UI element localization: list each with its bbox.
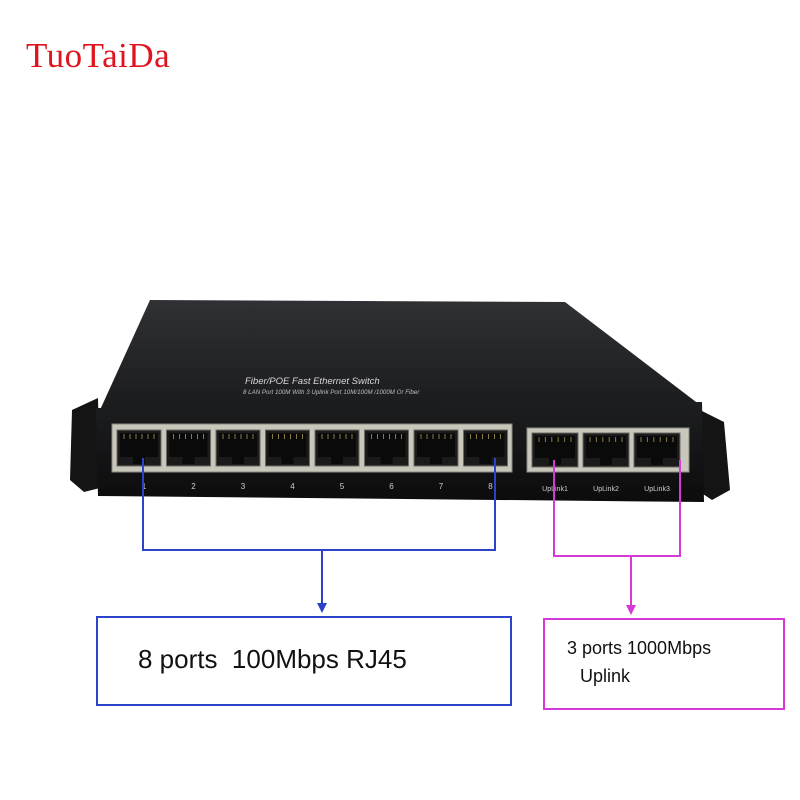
mounting-ear-left bbox=[70, 398, 100, 492]
lan-port-labels: 1 2 3 4 5 6 7 8 bbox=[142, 482, 494, 491]
lan-port-7 bbox=[413, 429, 459, 467]
uplink-arrow-head bbox=[626, 605, 636, 615]
uplink-port-labels: UpLink1 UpLink2 UpLink3 bbox=[542, 486, 670, 493]
lan-port-3 bbox=[215, 429, 261, 467]
uplink-port-label: UpLink3 bbox=[644, 486, 670, 493]
lan-port-2 bbox=[166, 429, 211, 467]
uplink-ports bbox=[531, 432, 681, 468]
lan-port-label: 4 bbox=[290, 482, 295, 491]
lan-ports-callout: 8 ports 100Mbps RJ45 bbox=[96, 616, 512, 706]
lan-port-5 bbox=[314, 429, 360, 467]
uplink-callout-line2: Uplink bbox=[575, 666, 631, 686]
lan-port-label: 6 bbox=[389, 482, 394, 491]
lan-ports bbox=[116, 429, 508, 467]
uplink-port-2 bbox=[582, 432, 630, 468]
lan-port-label: 1 bbox=[142, 482, 147, 491]
lan-port-4 bbox=[265, 429, 310, 467]
lan-port-label: 7 bbox=[439, 482, 444, 491]
lan-bracket-line bbox=[142, 458, 496, 551]
lan-port-1 bbox=[116, 429, 162, 467]
lan-port-6 bbox=[364, 429, 409, 467]
uplink-callout-line1: 3 ports 1000Mbps bbox=[567, 638, 712, 658]
uplink-port-label: UpLink1 bbox=[542, 486, 568, 493]
lan-port-label: 3 bbox=[241, 482, 246, 491]
uplink-port-3 bbox=[633, 432, 681, 468]
lan-port-label: 5 bbox=[340, 482, 345, 491]
uplink-port-label: UpLink2 bbox=[593, 486, 619, 493]
uplink-bracket-line bbox=[553, 460, 681, 557]
lan-port-label: 2 bbox=[191, 482, 196, 491]
switch-top bbox=[100, 300, 700, 410]
brand-logo-text: TuoTaiDa bbox=[26, 36, 171, 75]
lan-port-label: 8 bbox=[488, 482, 493, 491]
uplink-ports-callout: 3 ports 1000Mbps Uplink bbox=[543, 618, 785, 710]
device-title: Fiber/POE Fast Ethernet Switch bbox=[245, 376, 380, 387]
lan-arrow-head bbox=[317, 603, 327, 613]
lan-port-8 bbox=[463, 429, 508, 467]
device-subtitle: 8 LAN Port 100M With 3 Uplink Port 10M/1… bbox=[243, 389, 420, 396]
lan-callout-text: 8 ports 100Mbps RJ45 bbox=[138, 644, 407, 674]
mounting-ear-right bbox=[700, 410, 730, 500]
